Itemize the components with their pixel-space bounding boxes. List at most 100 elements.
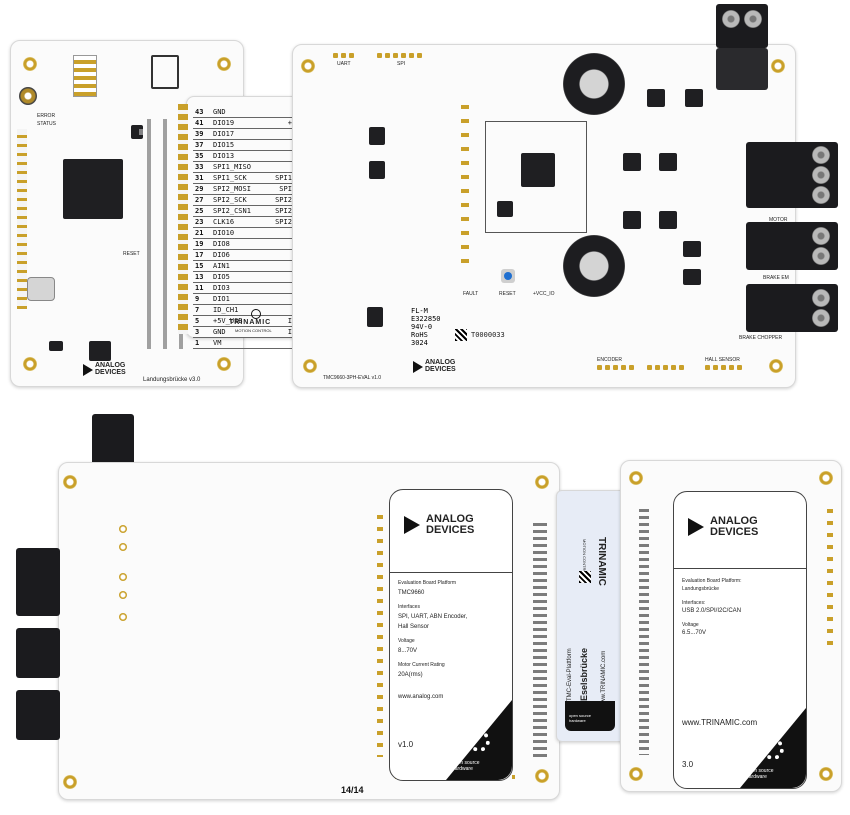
spi-label: SPI xyxy=(397,61,406,67)
pinout-cell: 13 xyxy=(193,271,211,283)
terminal-screw xyxy=(812,186,830,204)
pinout-cell: 11 xyxy=(193,282,211,294)
pinout-cell: SPI1_SCK xyxy=(211,172,263,184)
chip xyxy=(369,161,385,179)
side-header xyxy=(17,129,27,309)
pinout-cell: 3 xyxy=(193,326,211,338)
hall-header xyxy=(705,365,742,370)
oshw-line: open source xyxy=(746,768,774,774)
mounting-hole xyxy=(23,357,37,371)
trinamic-brand: TRINAMIC xyxy=(229,319,272,326)
side-connector xyxy=(16,690,60,740)
mosfet xyxy=(683,241,701,257)
pinout-cell: 7 xyxy=(193,304,211,316)
divider xyxy=(674,568,806,569)
pinout-cell: DIO13 xyxy=(211,150,263,162)
hall-label: HALL SENSOR xyxy=(705,357,740,363)
brand-line: DEVICES xyxy=(95,369,126,376)
oshw-line: open source xyxy=(452,760,480,766)
power-connector-bottom xyxy=(92,414,134,466)
inductor xyxy=(497,201,513,217)
chip xyxy=(89,341,111,361)
analog-devices-logo-icon xyxy=(413,361,423,373)
mounting-hole xyxy=(629,767,643,781)
oshw-line: hardware xyxy=(569,718,586,723)
current-title: Motor Current Rating xyxy=(398,662,445,668)
pinout-cell: SPI1_MISO xyxy=(211,161,263,173)
terminal-screw xyxy=(812,309,830,327)
side-label-status: STATUS xyxy=(37,121,56,127)
pinout-cell: SPI2_SCK xyxy=(211,194,263,206)
pinout-cell: 43 xyxy=(193,107,211,118)
connector xyxy=(19,87,37,105)
url: www.analog.com xyxy=(398,694,444,700)
vcc-label: +VCC_IO xyxy=(533,291,555,297)
url: www.TRINAMIC.com xyxy=(682,718,758,727)
mounting-hole xyxy=(217,57,231,71)
mounting-hole xyxy=(217,357,231,371)
pinout-cell: 35 xyxy=(193,150,211,162)
pinout-cell: 29 xyxy=(193,183,211,195)
platform: Evaluation Board Platform xyxy=(398,580,457,586)
motor-terminal xyxy=(746,142,838,208)
pinout-cell: 5 xyxy=(193,315,211,327)
pinout-cell: 37 xyxy=(193,139,211,151)
version: 3.0 xyxy=(682,760,694,769)
pinout-cell: VM xyxy=(211,337,263,349)
product: TMC9660 xyxy=(398,590,425,596)
capacitor xyxy=(563,53,625,115)
interfaces-line: Hall Sensor xyxy=(398,624,430,630)
fault-label: FAULT xyxy=(463,291,479,297)
mosfet xyxy=(683,269,701,285)
mounting-hole xyxy=(629,471,643,485)
platform: Evaluation Board Platform: xyxy=(682,578,742,584)
pinout-cell: DIO1 xyxy=(211,293,263,305)
pinout-cell: 27 xyxy=(193,194,211,206)
pinout-cell: DIO10 xyxy=(211,227,263,239)
reset-button[interactable] xyxy=(501,269,515,283)
pinout-cell: 33 xyxy=(193,161,211,173)
through-hole-column xyxy=(377,507,383,757)
pinout-cell: DIO6 xyxy=(211,249,263,261)
pinout-cell: ID_CH1 xyxy=(211,304,263,316)
brand-line: ANALOG xyxy=(95,362,126,369)
voltage-title: Voltage xyxy=(398,638,415,644)
tmc9660-chip xyxy=(521,153,555,187)
mounting-hole xyxy=(771,59,785,73)
mounting-hole xyxy=(819,471,833,485)
component-grid xyxy=(139,119,183,349)
board-marking: FL-M E322850 94V-0 RoHS 3024 xyxy=(411,307,441,347)
serial-number: T0000033 xyxy=(471,331,505,339)
version: v1.0 xyxy=(398,740,414,749)
pinout-cell: GND xyxy=(211,326,263,338)
brake-em-label: BRAKE EM xyxy=(763,275,789,281)
pinout-cell: DIO17 xyxy=(211,128,263,140)
url: www.TRINAMIC.com xyxy=(601,650,607,707)
terminal-screw xyxy=(812,146,830,164)
via xyxy=(119,543,127,551)
gear-icon xyxy=(468,730,490,752)
encoder-label: ENCODER xyxy=(597,357,623,363)
mounting-hole xyxy=(23,57,37,71)
ic-region xyxy=(485,121,587,233)
interfaces: USB 2.0/SPI/I2C/CAN xyxy=(682,608,742,614)
test-points xyxy=(461,95,469,265)
mosfet xyxy=(623,211,641,229)
analog-devices-logo-icon xyxy=(404,516,420,534)
qr-code xyxy=(579,571,591,583)
brake-chopper-label: BRAKE CHOPPER xyxy=(739,335,783,341)
power-connector xyxy=(716,4,768,48)
marking-line: 94V-0 xyxy=(411,323,433,331)
board-name: Eselsbrücke xyxy=(579,647,589,701)
oshw-logo-icon xyxy=(565,701,615,731)
encoder-header-2 xyxy=(647,365,684,370)
reset-label: RESET xyxy=(123,251,140,257)
chip xyxy=(49,341,63,351)
pinout-cell: DIO15 xyxy=(211,139,263,151)
analog-devices-logo-icon xyxy=(83,364,93,376)
mosfet xyxy=(623,153,641,171)
